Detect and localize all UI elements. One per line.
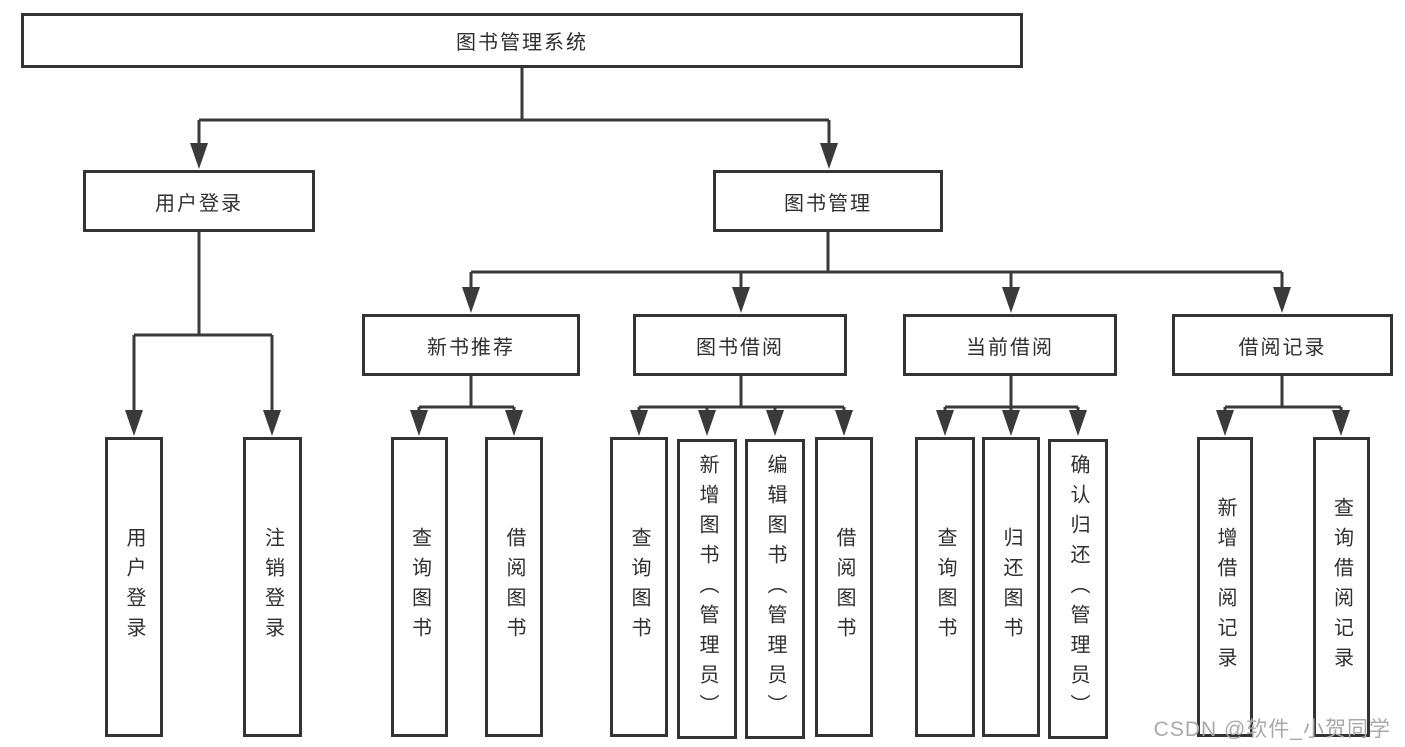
- node-label: 借阅记录: [1238, 336, 1327, 359]
- csdn-watermark: CSDN @软件_小贺同学: [1153, 718, 1391, 741]
- connector-current-leaves: [943, 376, 1080, 412]
- arrow-down-icon: [410, 410, 428, 436]
- node-label: 图书借阅: [696, 336, 784, 359]
- arrow-down-icon: [835, 410, 853, 436]
- arrow-down-icon: [936, 410, 954, 436]
- node-user-login: 用户登录: [83, 170, 315, 232]
- node-label: 图书管理: [784, 192, 872, 215]
- node-label: 新书推荐: [427, 336, 515, 359]
- arrow-down-icon: [190, 143, 208, 169]
- arrow-down-icon: [732, 287, 750, 313]
- leaf-add-book-admin: 新增图书（管理员）: [677, 439, 737, 739]
- arrow-down-icon: [263, 410, 281, 436]
- leaf-query-borrow-record: 查询借阅记录: [1313, 437, 1370, 737]
- node-label: 新增借阅记录: [1214, 497, 1236, 677]
- node-label: 借阅图书: [503, 527, 525, 647]
- connector-root-level2: [197, 68, 831, 146]
- leaf-user-login: 用户登录: [105, 437, 163, 737]
- node-label: 注销登录: [261, 527, 284, 647]
- node-label: 图书管理系统: [456, 32, 588, 54]
- node-label: 查询图书: [408, 527, 431, 647]
- leaf-borrow-books: 借阅图书: [815, 437, 873, 737]
- connector-recommend-leaves: [417, 376, 516, 412]
- arrow-down-icon: [505, 410, 523, 436]
- connector-records-leaves: [1223, 376, 1343, 412]
- leaf-query-books-recommend: 查询图书: [391, 437, 448, 737]
- node-current-borrow: 当前借阅: [903, 314, 1117, 376]
- connector-userlogin-leaves: [132, 232, 274, 412]
- arrow-down-icon: [1332, 410, 1350, 436]
- connector-borrow-leaves: [637, 376, 846, 412]
- node-label: 归还图书: [1000, 527, 1022, 647]
- leaf-query-books-borrow: 查询图书: [610, 437, 668, 737]
- arrow-down-icon: [1002, 287, 1020, 313]
- arrow-down-icon: [698, 410, 716, 436]
- node-borrow-records: 借阅记录: [1172, 314, 1393, 376]
- node-library-system: 图书管理系统: [21, 13, 1023, 68]
- leaf-add-borrow-record: 新增借阅记录: [1197, 437, 1253, 737]
- node-label: 查询借阅记录: [1330, 497, 1353, 677]
- leaf-edit-book-admin: 编辑图书（管理员）: [745, 439, 805, 739]
- arrow-down-icon: [1069, 410, 1087, 436]
- leaf-return-book: 归还图书: [982, 437, 1040, 737]
- leaf-borrow-books-recommend: 借阅图书: [485, 437, 543, 737]
- arrow-down-icon: [820, 143, 838, 169]
- arrow-down-icon: [1273, 287, 1291, 313]
- arrow-down-icon: [1216, 410, 1234, 436]
- arrow-down-icon: [766, 410, 784, 436]
- leaf-query-books-current: 查询图书: [915, 437, 975, 737]
- arrow-down-icon: [125, 410, 143, 436]
- arrow-down-icon: [462, 287, 480, 313]
- node-book-management: 图书管理: [713, 170, 943, 232]
- node-label: 新增图书（管理员）: [696, 454, 718, 724]
- node-book-borrow: 图书借阅: [633, 314, 847, 376]
- node-label: 编辑图书（管理员）: [764, 454, 786, 724]
- node-label: 查询图书: [934, 527, 956, 647]
- arrow-down-icon: [630, 410, 648, 436]
- leaf-logout: 注销登录: [243, 437, 302, 737]
- node-label: 用户登录: [123, 527, 145, 647]
- node-label: 当前借阅: [966, 336, 1054, 359]
- arrow-down-icon: [1002, 410, 1020, 436]
- node-new-book-recommend: 新书推荐: [362, 314, 580, 376]
- node-label: 查询图书: [628, 527, 650, 647]
- node-label: 用户登录: [155, 192, 243, 215]
- leaf-confirm-return-admin: 确认归还（管理员）: [1048, 439, 1108, 739]
- node-label: 确认归还（管理员）: [1067, 454, 1089, 724]
- connector-bookmgmt-level3: [469, 232, 1284, 289]
- node-label: 借阅图书: [833, 527, 855, 647]
